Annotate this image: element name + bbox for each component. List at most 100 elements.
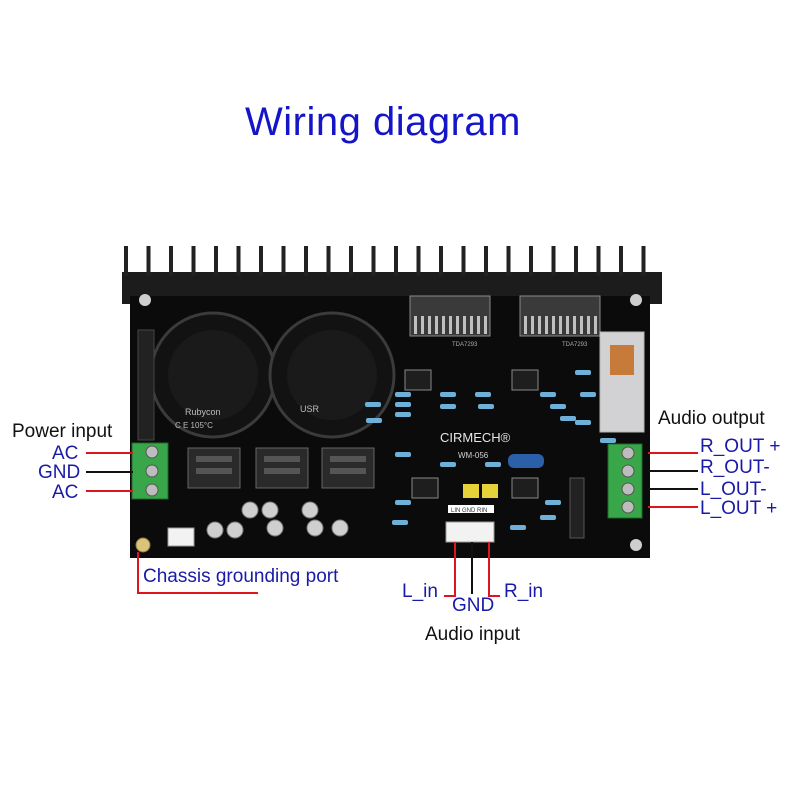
heatsink-fin <box>529 246 533 276</box>
ic-pin <box>414 316 417 334</box>
audio-output-heading: Audio output <box>658 408 765 429</box>
heatsink-fin <box>146 246 151 276</box>
mounting-hole <box>630 294 642 306</box>
ic-pin <box>559 316 562 334</box>
film-capacitor <box>482 484 498 498</box>
small-capacitor <box>241 501 259 519</box>
ic-pin <box>545 316 548 334</box>
ic-pin <box>442 316 445 334</box>
heatsink-fin <box>304 246 308 276</box>
resistor <box>440 462 456 467</box>
aux-connector <box>167 527 195 547</box>
small-capacitor <box>266 519 284 537</box>
bypass-capacitor <box>569 477 585 539</box>
ic-pin <box>449 316 452 334</box>
resistor <box>550 404 566 409</box>
ic-pin <box>587 316 590 334</box>
ic-pin <box>456 316 459 334</box>
output-pin-l-minus: L_OUT- <box>700 479 767 500</box>
regulator-heatsink <box>187 447 241 489</box>
power-ic-right-channel: TDA7293 <box>409 295 491 348</box>
resistor <box>575 420 591 425</box>
resistor <box>600 438 616 443</box>
resistor <box>392 520 408 525</box>
electrolytic-capacitor <box>508 454 544 468</box>
resistor <box>485 462 501 467</box>
output-pin-r-minus: R_OUT- <box>700 457 770 478</box>
resistor <box>475 392 491 397</box>
heatsink-fin <box>506 246 511 276</box>
input-header-label: LIN GND RIN <box>451 508 487 514</box>
input-pin-r-in: R_in <box>504 581 544 602</box>
small-capacitor <box>306 519 324 537</box>
resistor <box>560 416 576 421</box>
heatsink-fin <box>259 246 263 276</box>
heatsink-fin <box>641 246 646 276</box>
resistor <box>395 392 411 397</box>
board-brand: CIRMECH® <box>440 430 511 445</box>
bleeder-resistor <box>137 329 155 441</box>
heatsink-fin <box>169 246 173 276</box>
heatsink-fin <box>236 246 241 276</box>
resistor <box>440 404 456 409</box>
input-header-silk <box>448 505 494 513</box>
heatsink-fin <box>349 246 353 276</box>
power-input-heading: Power input <box>12 421 113 442</box>
heatsink-fin <box>461 246 466 276</box>
heatsink-fin <box>596 246 601 276</box>
heatsink-fin <box>214 246 218 276</box>
small-capacitor <box>226 521 244 539</box>
resistor <box>510 525 526 530</box>
relay-coil <box>610 345 634 375</box>
audio-input-connector <box>445 521 495 543</box>
audio-output-terminal <box>607 443 643 519</box>
resistor <box>395 412 411 417</box>
small-capacitor <box>261 501 279 519</box>
heatsink-fin <box>439 246 443 276</box>
capacitor-rating: C E 105°C <box>175 421 213 430</box>
regulator-heatsink <box>255 447 309 489</box>
resistor <box>540 392 556 397</box>
output-pin-r-plus: R_OUT + <box>700 436 781 457</box>
power-pin-ac-1: AC <box>52 443 79 464</box>
op-amp <box>511 369 539 391</box>
capacitor-brand: Rubycon <box>185 407 221 417</box>
heatsink-fin <box>551 246 556 276</box>
resistor <box>580 392 596 397</box>
ic-pin <box>428 316 431 334</box>
heatsink-fin <box>371 246 376 276</box>
filter-capacitor-left: Rubycon C E 105°C <box>149 311 277 439</box>
ic-pin <box>594 316 597 334</box>
small-capacitor <box>301 501 319 519</box>
resistor <box>365 402 381 407</box>
power-input-terminal <box>131 442 169 500</box>
op-amp <box>404 369 432 391</box>
heatsink-fin <box>281 246 286 276</box>
op-amp <box>511 477 539 499</box>
ic-pin <box>435 316 438 334</box>
ic-label: TDA7293 <box>562 342 588 348</box>
diagram-title: Wiring diagram <box>245 100 521 144</box>
resistor <box>366 418 382 423</box>
capacitor-brand: USR <box>300 404 320 414</box>
audio-input-heading: Audio input <box>425 624 521 645</box>
regulator-heatsink <box>321 447 375 489</box>
power-pin-gnd: GND <box>38 462 81 483</box>
ic-pin <box>470 316 473 334</box>
small-components <box>206 370 616 539</box>
heatsink-fin <box>484 246 488 276</box>
ic-label: TDA7293 <box>452 342 478 348</box>
ic-pin <box>580 316 583 334</box>
heatsink-fin <box>124 246 128 276</box>
ic-pin <box>484 316 487 334</box>
resistor <box>440 392 456 397</box>
ic-pin <box>566 316 569 334</box>
filter-capacitor-right: USR <box>268 311 396 439</box>
op-amp <box>411 477 439 499</box>
heatsink-fin <box>394 246 398 276</box>
resistor <box>540 515 556 520</box>
ic-pin <box>552 316 555 334</box>
heatsink-fin <box>416 246 421 276</box>
film-capacitor <box>463 484 479 498</box>
